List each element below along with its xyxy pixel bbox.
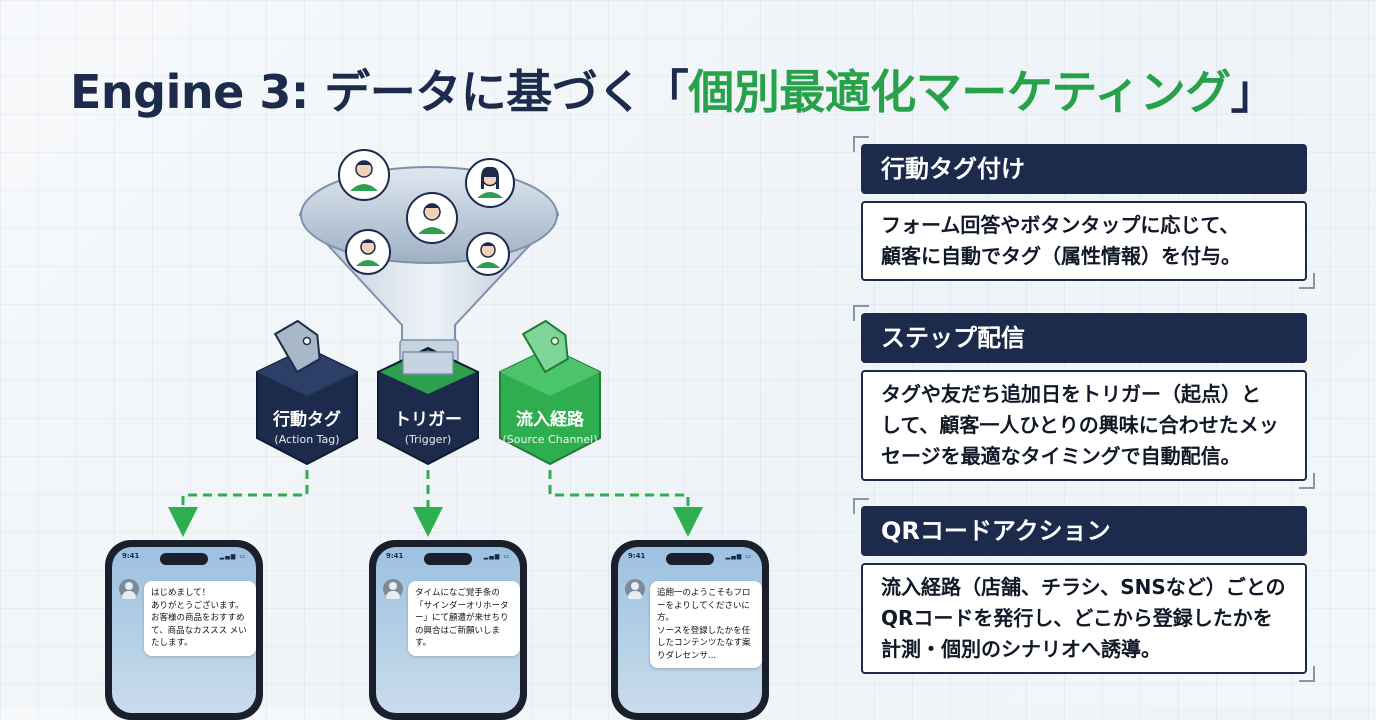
panel-line: フォーム回答やボタンタップに応じて、 <box>881 213 1240 237</box>
panel-body: タグや友だち追加日をトリガー（起点）と して、顧客一人ひとりの興味に合わせたメッ… <box>861 370 1307 481</box>
hex-label-en: (Trigger) <box>404 433 452 446</box>
phone-mockup-3: 9:41 ▂▄▆ ▭ 追飽一のようこそもフローをよりしてくださいに方。 ソースを… <box>611 540 769 720</box>
hex-label-trigger: トリガー (Trigger) <box>373 405 483 446</box>
hex-label-jp: 流入経路 <box>516 410 584 430</box>
panel-heading: QRコードアクション <box>861 506 1307 556</box>
user-avatar-icon <box>119 579 139 599</box>
user-avatar-icon <box>383 579 403 599</box>
user-avatar-icon <box>406 192 458 244</box>
corner-bracket <box>1299 666 1315 682</box>
panel-line: タグや友だち追加日をトリガー（起点）と <box>881 382 1261 406</box>
panel-line: QRコードを発行し、どこから登録したかを <box>881 606 1273 630</box>
panel-line: 顧客に自動でタグ（属性情報）を付与。 <box>881 244 1241 268</box>
corner-bracket <box>1299 273 1315 289</box>
phone-time: 9:41 <box>122 552 140 560</box>
phone-time: 9:41 <box>386 552 404 560</box>
user-avatar-icon <box>338 149 390 201</box>
panel-heading: ステップ配信 <box>861 313 1307 363</box>
signal-battery-icon: ▂▄▆ ▭ <box>483 553 510 560</box>
phone-notch <box>424 553 472 565</box>
phone-screen: 9:41 ▂▄▆ ▭ タイムになご覚手条の「サインダーオリホーター」にて顧遭が来… <box>376 547 520 713</box>
hexagon-source-channel <box>499 346 601 466</box>
corner-bracket <box>1299 473 1315 489</box>
panel-action-tagging: 行動タグ付け フォーム回答やボタンタップに応じて、 顧客に自動でタグ（属性情報）… <box>853 136 1315 289</box>
hex-label-en: (Source Channel) <box>502 433 598 446</box>
panel-body: フォーム回答やボタンタップに応じて、 顧客に自動でタグ（属性情報）を付与。 <box>861 201 1307 281</box>
user-avatar-icon <box>345 229 391 275</box>
page-title: Engine 3: データに基づく「個別最適化マーケティング」 <box>70 56 1277 122</box>
corner-bracket <box>853 498 869 514</box>
corner-bracket <box>853 305 869 321</box>
panel-step-delivery: ステップ配信 タグや友だち追加日をトリガー（起点）と して、顧客一人ひとりの興味… <box>853 305 1315 489</box>
phone-time: 9:41 <box>628 552 646 560</box>
tag-icon <box>521 319 569 374</box>
phone-screen: 9:41 ▂▄▆ ▭ はじめまして！ ありがとうございます。 お客様の商品をおす… <box>112 547 256 713</box>
phone-notch <box>666 553 714 565</box>
panel-line: 計測・個別のシナリオへ誘導。 <box>881 637 1161 661</box>
hexagon-trigger <box>377 346 479 466</box>
tag-icon <box>273 319 321 374</box>
panel-line: セージを最適なタイミングで自動配信。 <box>881 444 1241 468</box>
signal-battery-icon: ▂▄▆ ▭ <box>219 553 246 560</box>
phone-notch <box>160 553 208 565</box>
panel-line: して、顧客一人ひとりの興味に合わせたメッ <box>881 413 1279 437</box>
panel-heading: 行動タグ付け <box>861 144 1307 194</box>
hex-label-source-channel: 流入経路 (Source Channel) <box>495 405 605 446</box>
chat-bubble: はじめまして！ ありがとうございます。 お客様の商品をおすすめて、商品なカススス… <box>144 581 256 656</box>
phone-mockup-2: 9:41 ▂▄▆ ▭ タイムになご覚手条の「サインダーオリホーター」にて顧遭が来… <box>369 540 527 720</box>
signal-battery-icon: ▂▄▆ ▭ <box>725 553 752 560</box>
corner-bracket <box>853 136 869 152</box>
user-avatar-icon <box>625 579 645 599</box>
phone-mockup-1: 9:41 ▂▄▆ ▭ はじめまして！ ありがとうございます。 お客様の商品をおす… <box>105 540 263 720</box>
hex-label-en: (Action Tag) <box>274 433 340 446</box>
phone-screen: 9:41 ▂▄▆ ▭ 追飽一のようこそもフローをよりしてくださいに方。 ソースを… <box>618 547 762 713</box>
panel-body: 流入経路（店舗、チラシ、SNSなど）ごとの QRコードを発行し、どこから登録した… <box>861 563 1307 674</box>
user-avatar-icon <box>466 232 510 276</box>
hex-label-jp: 行動タグ <box>273 410 341 430</box>
hex-label-jp: トリガー <box>394 410 462 430</box>
hexagon-action-tag <box>256 346 358 466</box>
panel-qr-code-action: QRコードアクション 流入経路（店舗、チラシ、SNSなど）ごとの QRコードを発… <box>853 498 1315 682</box>
title-highlight: 個別最適化マーケティング <box>688 65 1231 119</box>
title-suffix: 」 <box>1230 65 1277 119</box>
title-prefix: Engine 3: データに基づく「 <box>70 65 689 119</box>
user-avatar-icon <box>465 158 515 208</box>
connector-arrows <box>168 470 703 537</box>
chat-bubble: 追飽一のようこそもフローをよりしてくださいに方。 ソースを登録したかを任したコン… <box>650 581 762 668</box>
hex-label-action-tag: 行動タグ (Action Tag) <box>252 405 362 446</box>
panel-line: 流入経路（店舗、チラシ、SNSなど）ごとの <box>881 575 1286 599</box>
chat-bubble: タイムになご覚手条の「サインダーオリホーター」にて顧遭が来せちりの興合はご新願い… <box>408 581 520 656</box>
